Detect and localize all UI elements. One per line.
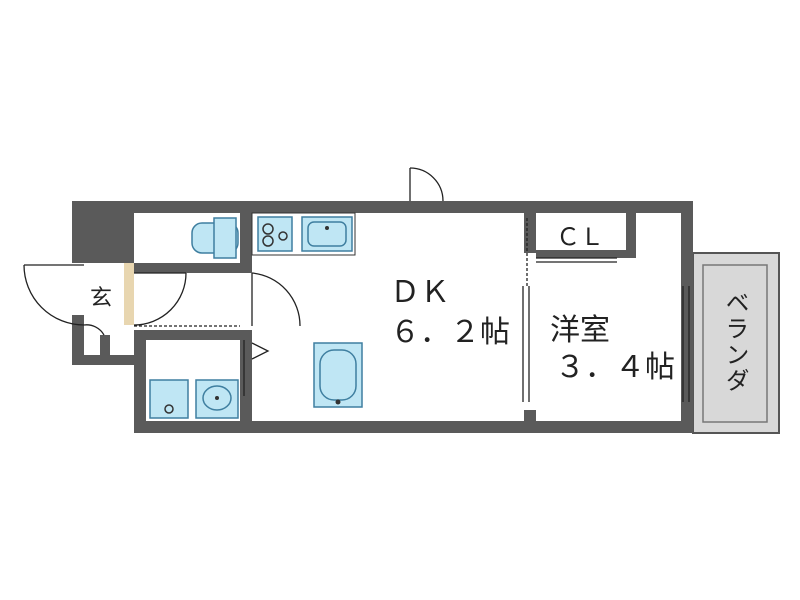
dk-size: ６．２帖 [390,315,510,350]
window-marks [134,218,690,402]
entrance-step [124,263,134,325]
toilet-icon [191,217,239,259]
western-size: ３．４帖 [555,350,675,385]
balcony-label: ベランダ [721,290,749,394]
western-label: 洋室 [550,313,610,348]
balcony-inner [702,264,768,423]
closet-label: ＣＬ [556,223,604,251]
washbasin-icon [195,379,239,419]
hall-floor [134,273,240,330]
bathtub-icon [313,342,363,408]
stove-icon [257,216,293,252]
western-floor [536,258,681,410]
dk-label: ＤＫ [390,275,450,310]
doors [23,167,444,396]
entrance-floor [84,263,124,325]
washer-icon [149,379,189,419]
sink-icon [301,216,353,252]
closet-floor [536,213,626,250]
entrance-label: 玄 [90,286,112,311]
